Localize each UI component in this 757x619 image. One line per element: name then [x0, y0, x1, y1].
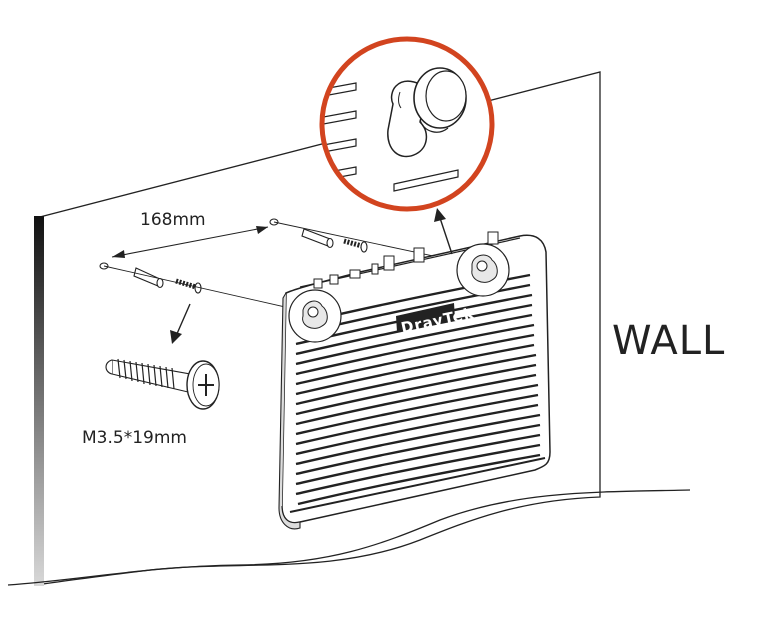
router-device: DrayTek [278, 231, 551, 530]
screw-head-icon [413, 67, 467, 133]
callout-arrow-zoom [434, 208, 453, 255]
wall-edge [34, 216, 44, 586]
wall-anchor-icon [301, 228, 334, 249]
spacing-label: 168mm [140, 210, 206, 230]
brand-plate [396, 303, 455, 332]
screw-spec-label: M3.5*19mm [82, 428, 187, 448]
floor-curve [7, 489, 691, 586]
screw-icon [343, 238, 368, 253]
wall-label: WALL [612, 318, 725, 364]
keyhole-mount-left [288, 289, 342, 343]
dimension-168mm: 168mm [111, 210, 269, 258]
router-ports [313, 231, 499, 289]
screw-detail-icon [105, 358, 220, 410]
wall-anchor-icon [133, 267, 164, 289]
callout-arrow-screw [170, 303, 191, 344]
zoom-detail [319, 36, 495, 212]
keyhole-mount-right [456, 243, 510, 297]
highlight-ring [319, 36, 495, 212]
